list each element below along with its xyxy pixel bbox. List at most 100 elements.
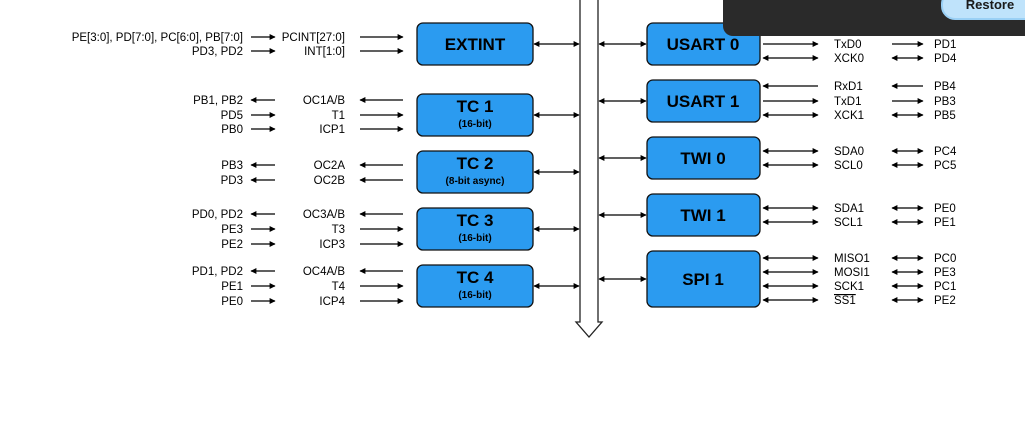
- pin-label: PE2: [221, 239, 243, 251]
- pin-label: PC4: [934, 146, 957, 158]
- pin-label: PB0: [221, 124, 243, 136]
- block-subtitle: (16-bit): [458, 290, 491, 301]
- signal-label: RxD1: [834, 81, 863, 93]
- signal-label: ICP3: [319, 239, 345, 251]
- left-signal-row: PE0 ICP4: [221, 296, 404, 308]
- pin-label: PE0: [221, 296, 243, 308]
- left-signal-row: PD3, PD2 INT[1:0]: [192, 46, 404, 58]
- block-subtitle: (8-bit async): [446, 176, 505, 187]
- block-twi1: TWI 1: [646, 193, 761, 237]
- pin-label: PE3: [221, 224, 243, 236]
- signal-label: TxD1: [834, 96, 861, 108]
- block-title: USART 1: [667, 92, 740, 111]
- signal-label: SS1: [834, 295, 856, 307]
- right-signal-row: MOSI1 PE3: [762, 267, 956, 279]
- block-subtitle: (16-bit): [458, 233, 491, 244]
- left-signal-row: PB3 OC2A: [221, 160, 403, 172]
- pin-label: PB5: [934, 110, 956, 122]
- pin-label: PD1, PD2: [192, 266, 243, 278]
- pin-label: PB4: [934, 81, 956, 93]
- left-signal-row: PB1, PB2 OC1A/B: [193, 95, 403, 107]
- signal-label: SCK1: [834, 281, 864, 293]
- pin-label: PD1: [934, 39, 956, 51]
- block-subtitle: (16-bit): [458, 119, 491, 130]
- block-twi0: TWI 0: [646, 136, 761, 180]
- right-signal-row: XCK1 PB5: [762, 110, 956, 122]
- bus-connections: [533, 41, 647, 289]
- signal-label: OC1A/B: [303, 95, 346, 107]
- right-signal-row: TxD1 PB3: [763, 96, 956, 108]
- right-signal-row: SS1 PE2: [762, 295, 956, 307]
- pin-label: PB3: [934, 96, 956, 108]
- signal-label: PCINT[27:0]: [282, 32, 345, 44]
- signal-label: OC2A: [314, 160, 346, 172]
- left-signal-row: PE[3:0], PD[7:0], PC[6:0], PB[7:0] PCINT[…: [72, 32, 404, 44]
- pin-label: PE2: [934, 295, 956, 307]
- pin-label: PC5: [934, 160, 956, 172]
- signal-label: SDA1: [834, 203, 864, 215]
- block-title: SPI 1: [682, 270, 724, 289]
- block-tc1: TC 1 (16-bit): [416, 93, 534, 137]
- pin-label: PD3, PD2: [192, 46, 243, 58]
- block-tc4: TC 4 (16-bit): [416, 264, 534, 308]
- block-title: TC 1: [457, 97, 494, 116]
- signal-label: T3: [332, 224, 345, 236]
- block-title: TC 3: [457, 211, 494, 230]
- signal-label: SCL0: [834, 160, 863, 172]
- block-spi1: SPI 1: [646, 250, 761, 308]
- pin-label: PE0: [934, 203, 956, 215]
- pin-label: PC1: [934, 281, 956, 293]
- signal-label: TxD0: [834, 39, 861, 51]
- restore-button[interactable]: Restore: [941, 0, 1025, 20]
- pin-label: PD3: [221, 175, 243, 187]
- right-signal-row: SCL1 PE1: [762, 217, 956, 229]
- right-signal-row: SDA0 PC4: [762, 146, 957, 158]
- signal-label: OC2B: [314, 175, 346, 187]
- signal-label: T1: [332, 110, 345, 122]
- signal-label: SDA0: [834, 146, 864, 158]
- left-signal-list: PE[3:0], PD[7:0], PC[6:0], PB[7:0] PCINT[…: [72, 32, 404, 308]
- block-tc2: TC 2 (8-bit async): [416, 150, 534, 194]
- pin-label: PB1, PB2: [193, 95, 243, 107]
- block-title: EXTINT: [445, 35, 506, 54]
- restore-popup: Restore: [723, 0, 1025, 36]
- block-usart1: USART 1: [646, 79, 761, 123]
- pin-label: PC0: [934, 253, 956, 265]
- pin-label: PD0, PD2: [192, 209, 243, 221]
- block-title: USART 0: [667, 35, 740, 54]
- signal-label: ICP1: [319, 124, 345, 136]
- signal-label: ICP4: [319, 296, 345, 308]
- right-signal-row: TxD0 PD1: [763, 39, 956, 51]
- block-extint: EXTINT: [416, 22, 534, 66]
- block-title: TC 2: [457, 154, 494, 173]
- block-title: TWI 0: [680, 149, 725, 168]
- block-tc3: TC 3 (16-bit): [416, 207, 534, 251]
- left-signal-row: PE3 T3: [221, 224, 404, 236]
- signal-label: SCL1: [834, 217, 863, 229]
- signal-label: MOSI1: [834, 267, 870, 279]
- right-signal-row: RxD1 PB4: [762, 81, 956, 93]
- signal-label: XCK1: [834, 110, 864, 122]
- signal-label: MISO1: [834, 253, 870, 265]
- block-title: TWI 1: [680, 206, 725, 225]
- pin-label: PB3: [221, 160, 243, 172]
- left-signal-row: PD3 OC2B: [221, 175, 403, 187]
- internal-data-bus: [574, 0, 604, 338]
- signal-label: INT[1:0]: [304, 46, 345, 58]
- signal-label: T4: [332, 281, 346, 293]
- pin-label: PD4: [934, 53, 957, 65]
- right-signal-row: SDA1 PE0: [762, 203, 956, 215]
- right-signal-row: SCK1 PC1: [762, 281, 956, 293]
- left-signal-row: PB0 ICP1: [221, 124, 404, 136]
- signal-label: XCK0: [834, 53, 864, 65]
- pin-label: PE[3:0], PD[7:0], PC[6:0], PB[7:0]: [72, 32, 243, 44]
- right-signal-row: MISO1 PC0: [762, 253, 956, 265]
- pin-label: PE1: [934, 217, 956, 229]
- pin-label: PE3: [934, 267, 956, 279]
- right-signal-row: SCL0 PC5: [762, 160, 956, 172]
